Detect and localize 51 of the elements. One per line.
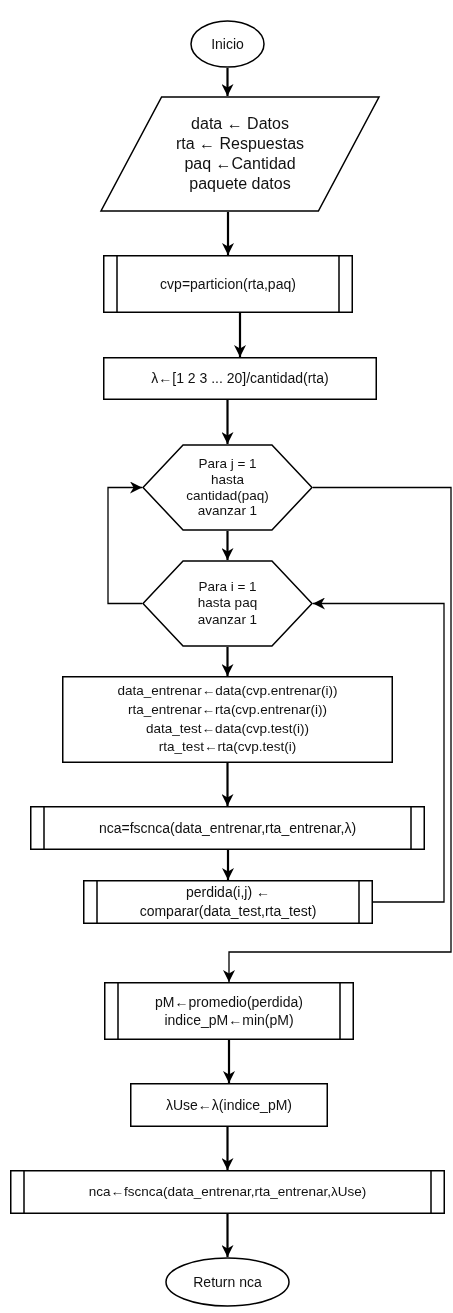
arrow [221,763,234,806]
subprocess-box [103,255,353,313]
node-text: data_test←data(cvp.test(i)) [146,719,309,738]
node-text: cantidad(paq) [186,487,269,504]
node-text: indice_pM←min(pM) [164,1011,294,1030]
arrow [221,531,234,560]
node-text: rta_entrenar←rta(cvp.entrenar(i)) [128,700,327,719]
arrow [312,597,445,903]
node-text: hasta paq [197,595,258,612]
node-text: hasta [211,471,244,488]
arrow [221,1127,234,1170]
arrow [107,481,143,605]
subprocess-box [10,1170,445,1214]
end-terminal [165,1257,290,1307]
arrow [222,212,234,255]
arrow [221,400,234,444]
subprocess-box [83,880,373,924]
node-text: avanzar 1 [197,503,258,520]
node-text: Para j = 1 [198,455,257,472]
node-text: avanzar 1 [197,611,258,628]
node-text: Return nca [193,1272,262,1292]
node-text: rta ← Respuestas [175,134,305,154]
input-parallelogram [100,96,380,212]
arrow [223,486,452,983]
arrow [221,647,234,676]
process-box [62,676,393,763]
node-text: data ← Datos [191,114,289,134]
node-text: cvp=particion(rta,paq) [160,274,296,294]
subprocess-box [104,982,354,1040]
node-text: paq ←Cantidad paquete datos [183,154,297,194]
loop-hexagon [142,560,313,647]
loop-hexagon [142,444,313,531]
arrow [234,313,246,357]
node-text: Inicio [211,34,244,54]
node-text: data_entrenar←data(cvp.entrenar(i)) [117,681,338,700]
node-text: nca←fscnca(data_entrenar,rta_entrenar,λUse) [88,1183,367,1201]
process-box [130,1083,328,1127]
node-text: pM←promedio(perdida) [155,992,303,1011]
node-text: nca=fscnca(data_entrenar,rta_entrenar,λ) [98,818,357,838]
arrow [221,1214,234,1257]
process-box [103,357,377,400]
subprocess-box [30,806,425,850]
node-text: perdida(i,j) ← comparar(data_test,rta_test) [138,883,318,921]
start-terminal [190,20,265,68]
node-text: λ←[1 2 3 ... 20]/cantidad(rta) [151,369,329,388]
node-text: λUse←λ(indice_pM) [165,1095,292,1115]
arrow [222,850,234,880]
arrow [221,68,234,96]
arrow [223,1040,235,1083]
node-text: rta_test←rta(cvp.test(i) [158,738,297,757]
node-text: Para i = 1 [198,579,257,596]
